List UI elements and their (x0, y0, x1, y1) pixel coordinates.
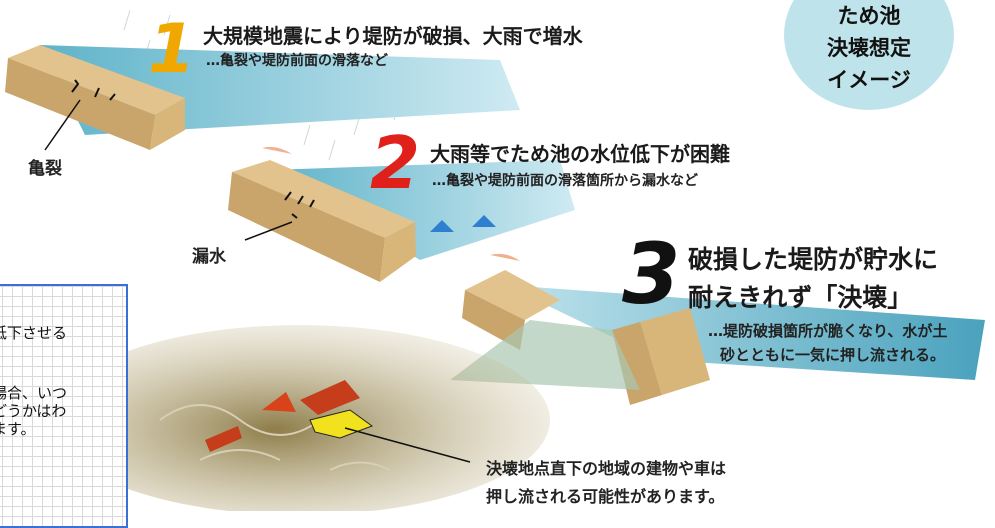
dam-stage-1 (5, 45, 520, 151)
step-1-sub: …亀裂や堤防前面の滑落など (206, 53, 388, 69)
downstream-label-line-1: 決壊地点直下の地域の建物や車は (486, 459, 727, 478)
step-3-heading-line-2: 耐えきれず「決壊」 (688, 283, 913, 312)
step-3-sub-line-2: 砂とともに一気に押し流される。 (720, 346, 946, 364)
dam-stage-2 (228, 146, 575, 282)
step-3-sub-line-1: …堤防破損箇所が脆くなり、水が土 (708, 322, 948, 340)
dam-failure-illustration (5, 9, 985, 511)
step-1-heading: 大規模地震により堤防が破損、大雨で増水 (203, 24, 583, 48)
note-line-1: 低下させる (0, 324, 68, 342)
note-line-4: ます。 (0, 420, 36, 438)
step-3-heading-line-1: 破損した堤防が貯水に (688, 245, 939, 274)
step-2-sub: …亀裂や堤防前面の滑落箇所から漏水など (432, 173, 698, 189)
badge-line-3: イメージ (827, 68, 911, 92)
note-line-2: 場合、いつ (0, 384, 68, 402)
crack-label: 亀裂 (28, 159, 62, 179)
step-3-number: 3 (622, 225, 681, 323)
step-2-heading: 大雨等でため池の水位低下が困難 (430, 142, 730, 166)
step-2-number: 2 (370, 121, 421, 205)
flood-ground (50, 325, 550, 511)
leak-pointer (244, 221, 293, 241)
badge-line-2: 決壊想定 (827, 36, 911, 60)
note-line-3: どうかはわ (0, 402, 67, 420)
leak-label: 漏水 (192, 247, 226, 267)
scenario-badge: ため池 決壊想定 イメージ (784, 0, 954, 110)
step-1-number: 1 (148, 10, 196, 89)
downstream-pointer (344, 427, 471, 463)
badge-line-1: ため池 (837, 4, 901, 28)
crack-pointer (44, 99, 81, 151)
downstream-label-line-2: 押し流される可能性があります。 (486, 487, 725, 506)
note-box: 低下させる 場合、いつ どうかはわ ます。 (0, 284, 128, 528)
